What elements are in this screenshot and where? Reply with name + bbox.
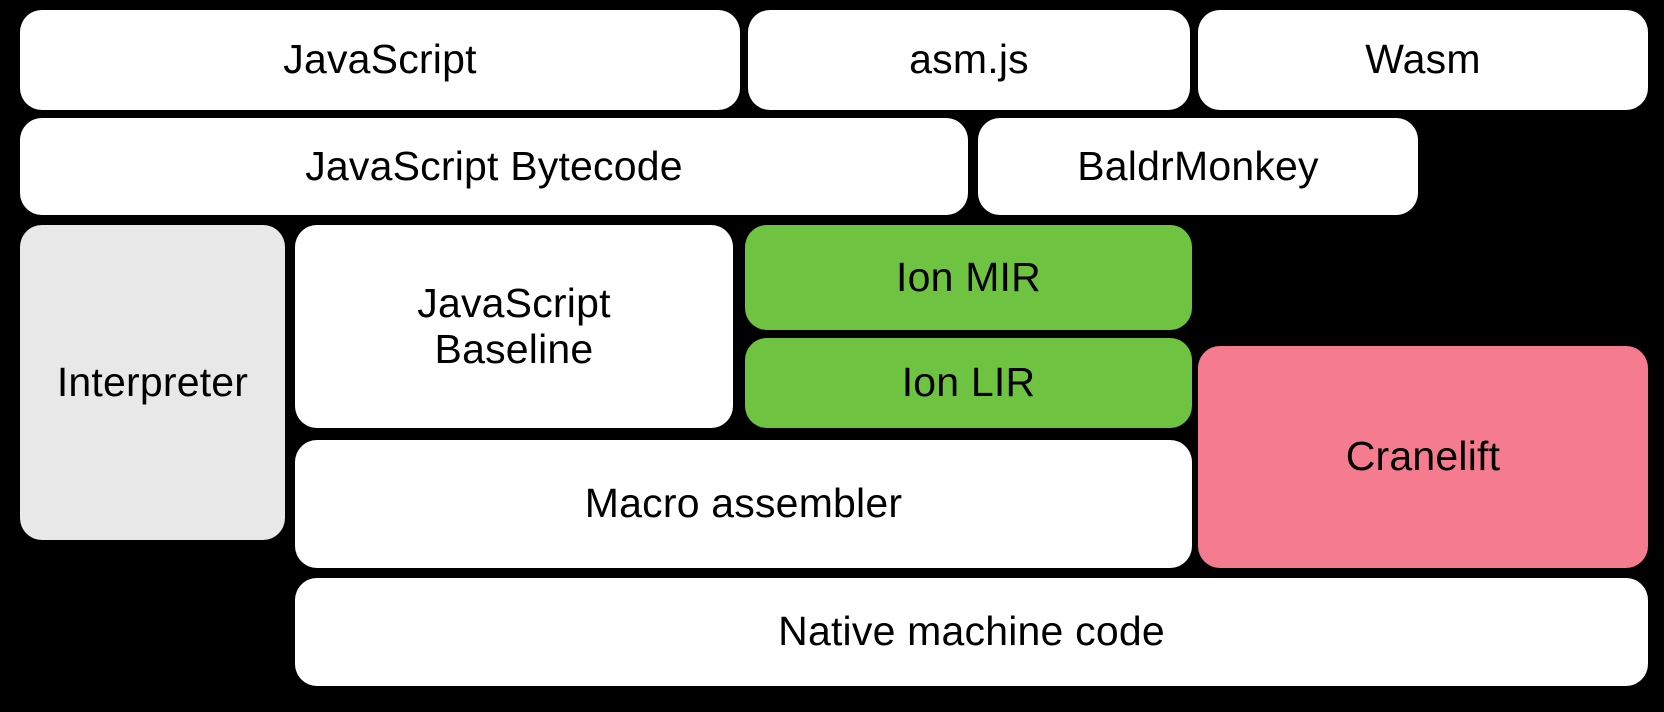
node-native-machine-code[interactable]: Native machine code — [295, 578, 1648, 686]
node-interpreter[interactable]: Interpreter — [20, 225, 285, 540]
node-javascript[interactable]: JavaScript — [20, 10, 740, 110]
node-macro-assembler[interactable]: Macro assembler — [295, 440, 1192, 568]
node-ion-mir[interactable]: Ion MIR — [745, 225, 1192, 330]
node-cranelift[interactable]: Cranelift — [1198, 346, 1648, 568]
node-baldrmonkey[interactable]: BaldrMonkey — [978, 118, 1418, 215]
node-asm-js[interactable]: asm.js — [748, 10, 1190, 110]
node-ion-lir[interactable]: Ion LIR — [745, 338, 1192, 428]
node-javascript-bytecode[interactable]: JavaScript Bytecode — [20, 118, 968, 215]
node-wasm[interactable]: Wasm — [1198, 10, 1648, 110]
node-javascript-baseline[interactable]: JavaScript Baseline — [295, 225, 733, 428]
